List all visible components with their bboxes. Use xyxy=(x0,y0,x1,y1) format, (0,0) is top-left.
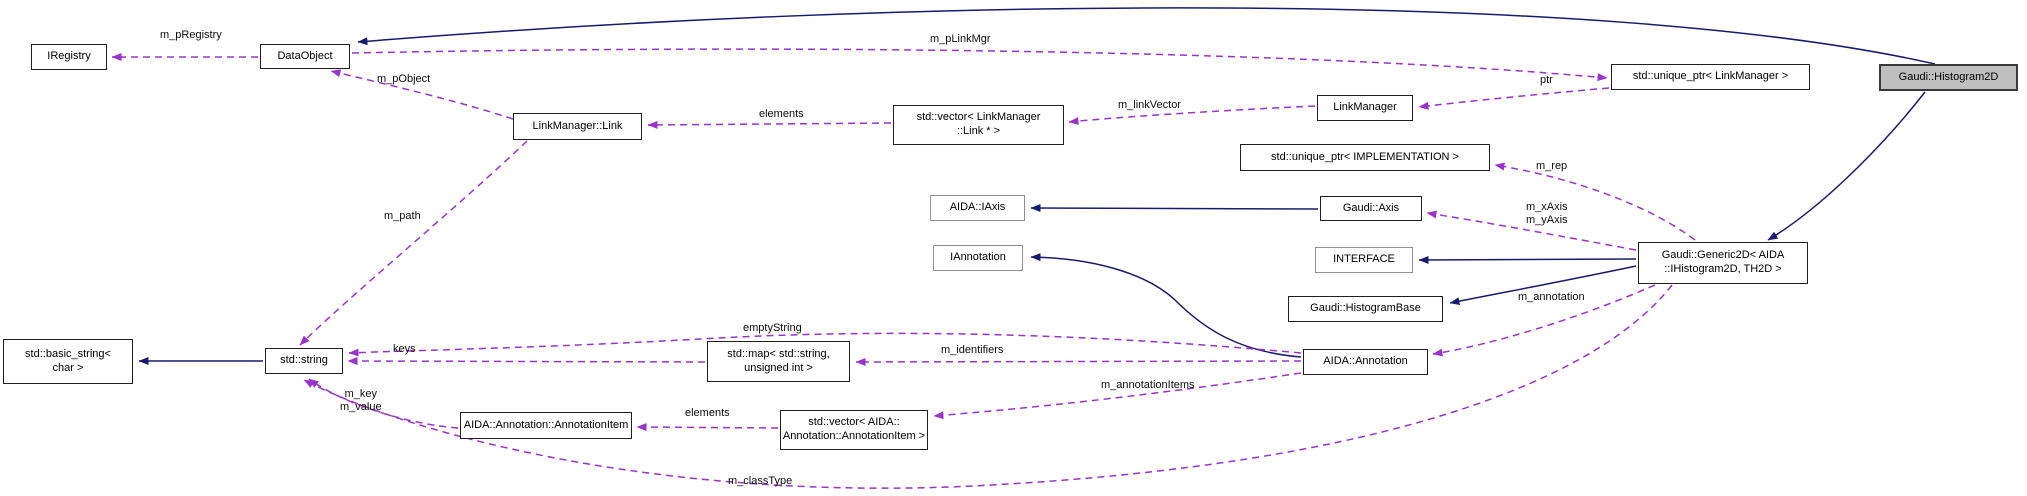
edge-label-m-axes: m_xAxis m_yAxis xyxy=(1526,201,1568,226)
edge-label-m-linkvector: m_linkVector xyxy=(1118,99,1181,111)
edge-label-keys: keys xyxy=(393,343,416,355)
edge-emptystring xyxy=(348,332,1302,357)
edge-inherit-generic2d-histogrambase xyxy=(1449,265,1637,306)
node-linkmanager[interactable]: LinkManager xyxy=(1317,95,1413,121)
node-iregistry[interactable]: IRegistry xyxy=(31,44,107,70)
edge-elements-top xyxy=(647,120,892,129)
node-gaudi-histogram2d[interactable]: Gaudi::Histogram2D xyxy=(1879,64,2018,91)
edge-ptr xyxy=(1418,87,1610,110)
node-unique-ptr-implementation[interactable]: std::unique_ptr< IMPLEMENTATION > xyxy=(1240,144,1490,171)
node-aida-iaxis[interactable]: AIDA::IAxis xyxy=(930,195,1025,221)
node-std-map[interactable]: std::map< std::string, unsigned int > xyxy=(707,341,850,382)
node-vector-linkmanager-link[interactable]: std::vector< LinkManager ::Link * > xyxy=(893,105,1064,145)
edge-m-axes xyxy=(1426,210,1637,251)
edge-inherit-histogram2d-generic2d xyxy=(1767,91,1926,241)
node-gaudi-axis[interactable]: Gaudi::Axis xyxy=(1320,196,1422,221)
edge-m-key-value xyxy=(308,378,459,429)
edge-label-m-classtype: m_classType xyxy=(728,475,793,487)
node-std-string[interactable]: std::string xyxy=(265,348,343,374)
node-gaudi-generic2d[interactable]: Gaudi::Generic2D< AIDA ::IHistogram2D, T… xyxy=(1638,242,1808,284)
edge-label-ptr: ptr xyxy=(1540,74,1553,86)
edge-m-classtype xyxy=(303,284,1673,489)
node-linkmanager-link[interactable]: LinkManager::Link xyxy=(513,113,642,140)
edge-label-m-pobject: m_pObject xyxy=(377,73,431,85)
edge-inherit-annotation-iannotation xyxy=(1030,253,1302,358)
edge-label-m-plinkmgr: m_pLinkMgr xyxy=(930,33,991,45)
edge-m-pobject xyxy=(330,69,514,120)
edge-label-m-rep: m_rep xyxy=(1536,160,1568,172)
node-unique-ptr-linkmanager[interactable]: std::unique_ptr< LinkManager > xyxy=(1611,64,1810,90)
edge-label-elements-bottom: elements xyxy=(685,407,730,419)
edge-label-emptystring: emptyString xyxy=(743,322,802,334)
edge-inherit-histogram2d-dataobject xyxy=(357,7,1936,65)
edge-m-plinkmgr xyxy=(351,48,1608,82)
edge-label-elements-top: elements xyxy=(759,108,804,120)
edge-inherit-generic2d-interface xyxy=(1418,255,1637,264)
edge-keys xyxy=(347,357,706,366)
edge-m-path xyxy=(299,140,528,346)
edge-m-rep xyxy=(1494,162,1696,241)
edge-label-m-pregistry: m_pRegistry xyxy=(160,29,222,41)
edge-m-annotationitems xyxy=(933,372,1302,420)
edge-label-m-path: m_path xyxy=(384,210,421,222)
edge-inherit-gaudiaxis-iaxis xyxy=(1030,204,1319,213)
node-aida-annotation[interactable]: AIDA::Annotation xyxy=(1303,349,1428,375)
edge-label-m-identifiers: m_identifiers xyxy=(941,344,1004,356)
edge-m-annotation xyxy=(1432,284,1656,357)
edge-m-linkvector xyxy=(1068,105,1316,126)
node-vector-annotationitem[interactable]: std::vector< AIDA:: Annotation::Annotati… xyxy=(780,410,928,450)
node-iannotation[interactable]: IAnnotation xyxy=(933,245,1023,271)
node-gaudi-histogrambase[interactable]: Gaudi::HistogramBase xyxy=(1288,296,1443,322)
node-annotationitem[interactable]: AIDA::Annotation::AnnotationItem xyxy=(460,412,632,439)
node-dataobject[interactable]: DataObject xyxy=(260,44,350,69)
edge-label-m-annotation: m_annotation xyxy=(1518,291,1585,303)
node-interface[interactable]: INTERFACE xyxy=(1315,247,1413,273)
edge-m-identifiers xyxy=(855,357,1302,366)
edge-elements-bottom xyxy=(636,423,779,432)
edge-label-m-annotationitems: m_annotationItems xyxy=(1101,379,1195,391)
node-std-basic-string[interactable]: std::basic_string< char > xyxy=(3,339,133,384)
edge-label-m-key-value: m_key m_value xyxy=(340,388,382,413)
